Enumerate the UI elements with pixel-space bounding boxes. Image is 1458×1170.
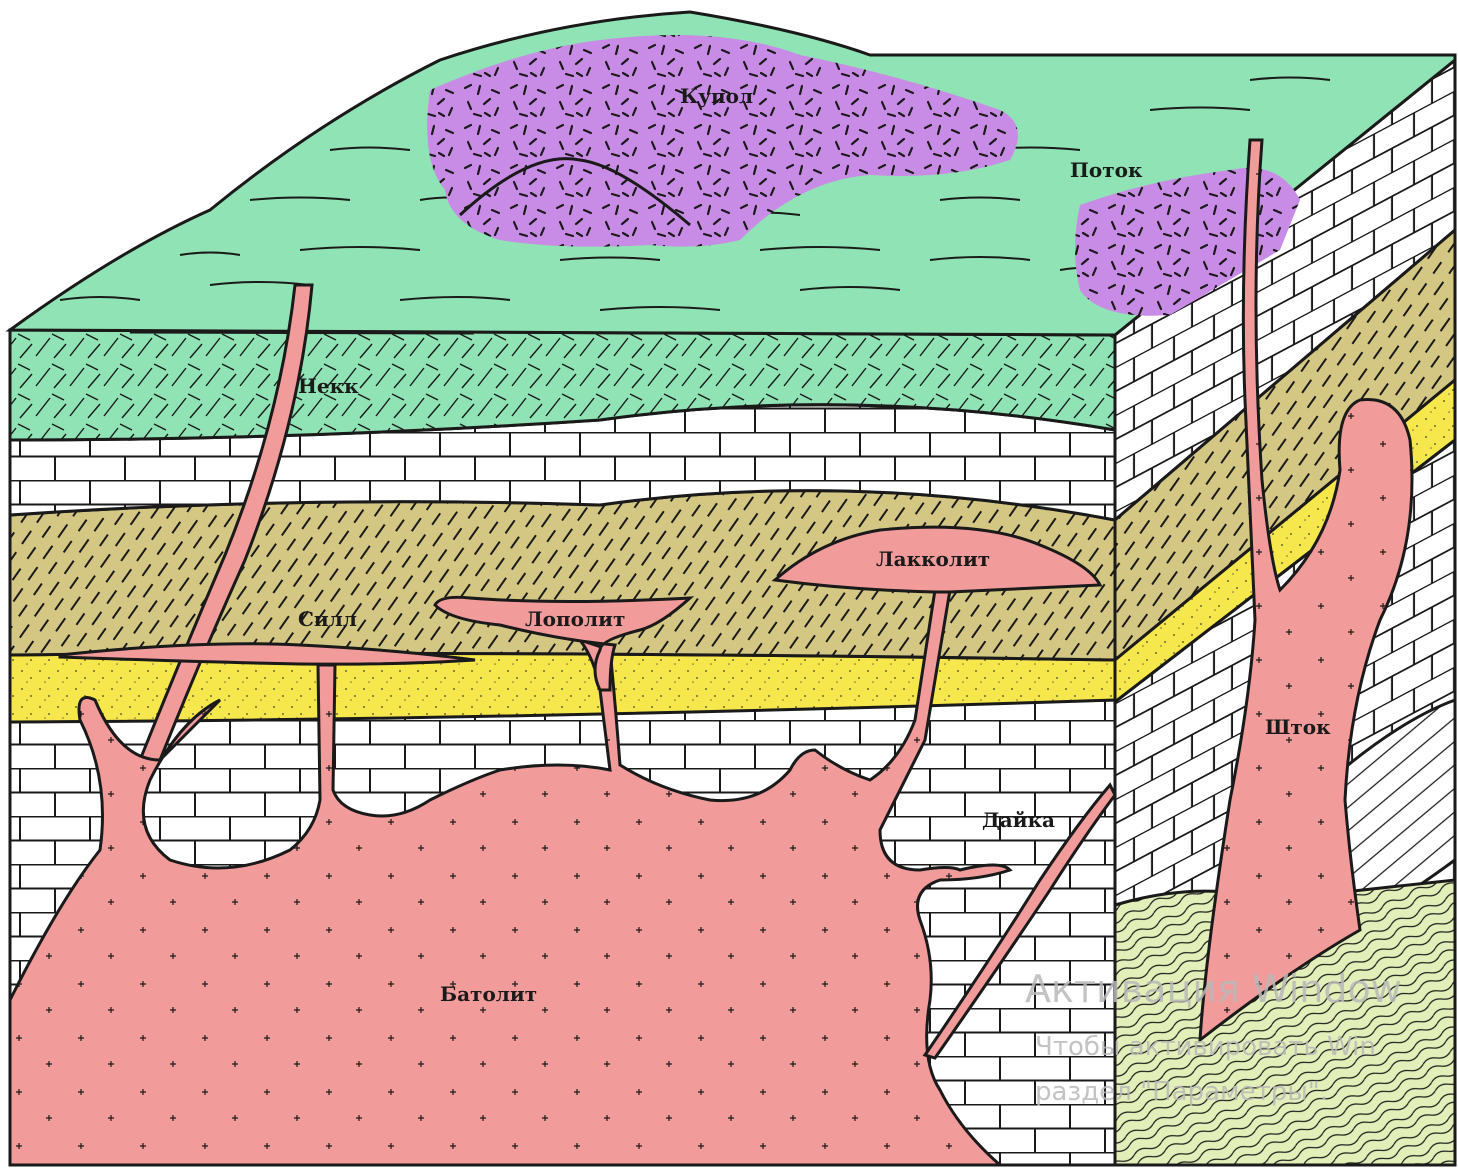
label-batholith: Батолит: [440, 982, 537, 1006]
label-dike: Дайка: [982, 808, 1055, 832]
label-dome: Купол: [680, 84, 753, 108]
watermark-line3: раздел "Параметры".: [1035, 1077, 1328, 1107]
label-sill: Силл: [298, 607, 357, 631]
label-laccolith: Лакколит: [876, 547, 990, 571]
watermark-line1: Активация Window: [1025, 967, 1402, 1011]
label-neck: Некк: [298, 374, 359, 398]
watermark-line2: Чтобы активировать Win: [1035, 1032, 1376, 1062]
label-flow: Поток: [1070, 158, 1143, 182]
label-stock: Шток: [1265, 715, 1331, 739]
label-lopolith: Лополит: [525, 607, 625, 631]
